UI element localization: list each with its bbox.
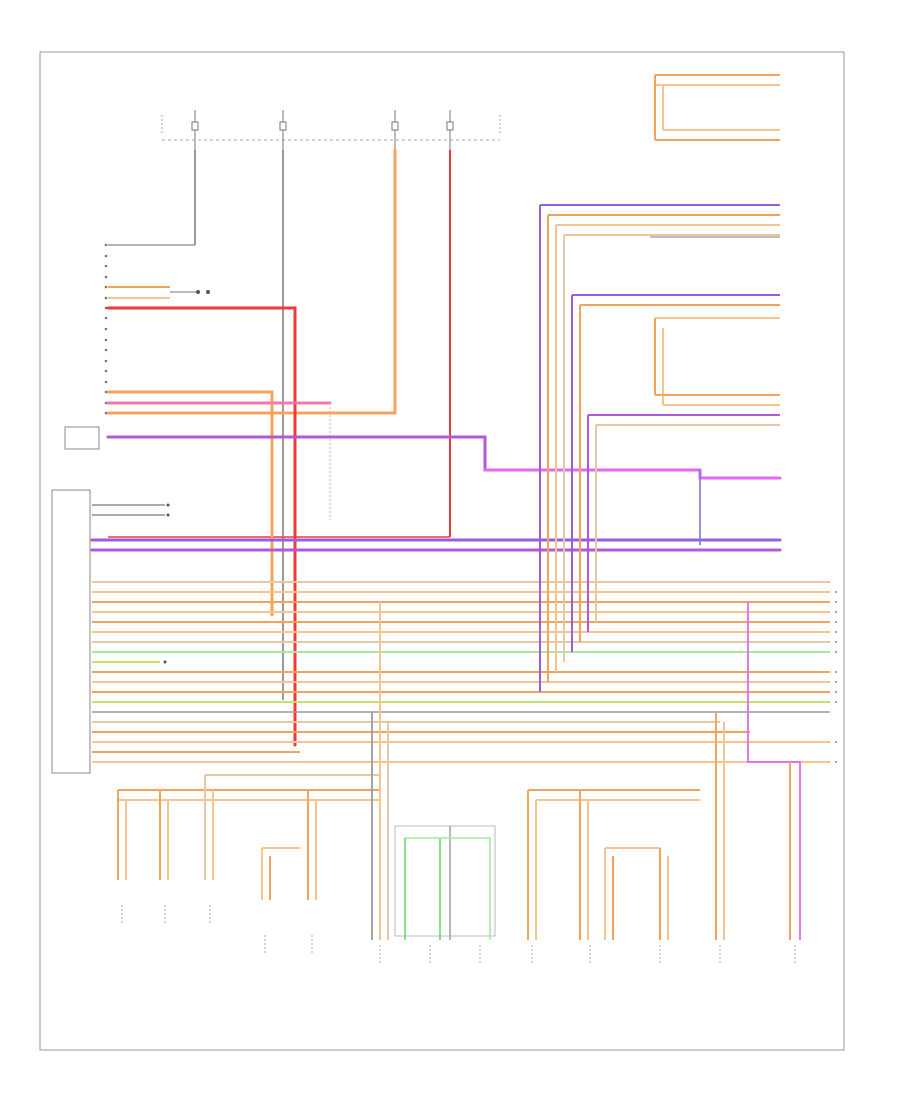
- fuse-feed-wires: [106, 148, 451, 700]
- pink-vertical-wire: [747, 602, 801, 940]
- right-edge-terminals: [835, 591, 837, 763]
- left-small-box: [64, 426, 100, 450]
- long-bus-wires: [90, 470, 782, 552]
- diagram-frame: [39, 51, 845, 1051]
- left-module-connector: [104, 243, 108, 415]
- main-control-module: [51, 489, 91, 774]
- bottom-harness-drops: [117, 602, 791, 940]
- fuse-panel-top: [161, 110, 501, 150]
- right-vertical-buses: [539, 205, 597, 692]
- fuse-3-icon: [391, 110, 399, 150]
- sensor-connectors: [121, 905, 796, 965]
- module-output-wires: [106, 306, 332, 747]
- fuse-1-icon: [191, 110, 199, 150]
- switch-icon: [108, 286, 210, 299]
- purple-bus-wire: [106, 435, 782, 480]
- main-harness-bundle: [92, 581, 830, 763]
- right-connector-wires: [540, 74, 780, 426]
- main-module-pins: [92, 503, 170, 664]
- fuse-2-icon: [279, 110, 287, 150]
- fuse-4-icon: [446, 110, 454, 150]
